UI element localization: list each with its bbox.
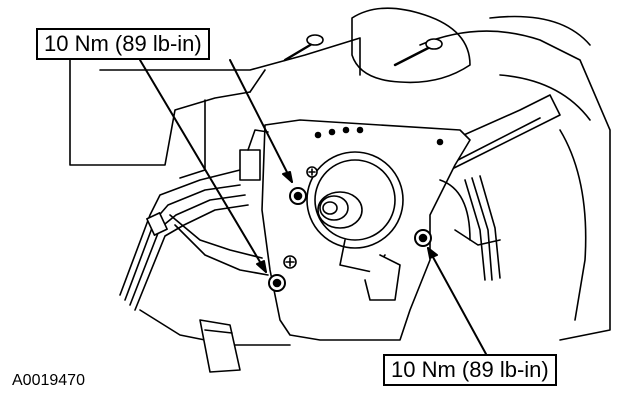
torque-callout-bottom: 10 Nm (89 lb-in) bbox=[383, 354, 557, 386]
bolt-icon bbox=[289, 187, 307, 205]
pins bbox=[283, 34, 443, 67]
figure-id-label: A0019470 bbox=[12, 372, 85, 389]
torque-callout-arrow-icon bbox=[229, 59, 293, 183]
instrument-panel-outline bbox=[69, 30, 611, 341]
column-shaft bbox=[306, 151, 404, 301]
bottom-connector bbox=[199, 319, 241, 373]
torque-callout-arrow-icon bbox=[427, 247, 487, 355]
torque-callout-arrow-icon bbox=[139, 59, 267, 273]
torque-callout-top: 10 Nm (89 lb-in) bbox=[36, 28, 210, 60]
screw-icon bbox=[306, 166, 318, 178]
wiring-harness-right bbox=[439, 175, 501, 281]
gauge-outlines bbox=[351, 7, 591, 84]
bolt-icon bbox=[268, 274, 286, 292]
bolt-icon bbox=[414, 229, 432, 247]
screw-icon bbox=[283, 255, 297, 269]
